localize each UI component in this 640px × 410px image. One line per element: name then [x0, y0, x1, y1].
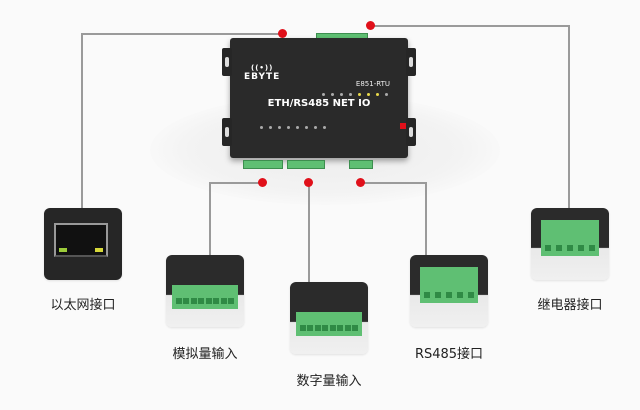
line-ethernet-v: [81, 33, 83, 209]
line-relay-v: [568, 25, 570, 208]
line-digital-v: [308, 182, 310, 282]
brand-logo: ((•)) EBYTE: [244, 64, 280, 82]
dot-ethernet: [278, 29, 287, 38]
device-title: ETH/RS485 NET IO: [267, 98, 371, 109]
analog-terminal-block: [172, 285, 238, 309]
rs485-card: [410, 255, 488, 327]
mount-ear-right-bottom: [406, 118, 416, 146]
wireless-signal-icon: ((•)): [251, 64, 274, 72]
status-leds: [322, 93, 388, 96]
bottom-terminal-digital: [287, 160, 325, 169]
digital-terminal-block: [296, 312, 362, 336]
relay-card: [531, 208, 609, 280]
rj45-port-icon: [54, 223, 108, 257]
rs485-terminal-block: [420, 267, 478, 303]
model-label: E851-RTU: [355, 80, 390, 88]
relay-terminal-block: [541, 220, 599, 256]
ethernet-card: [44, 208, 122, 280]
bottom-terminal-analog: [243, 160, 283, 169]
line-ethernet-h: [81, 33, 283, 35]
dot-relay: [366, 21, 375, 30]
label-rs485: RS485接口: [414, 347, 484, 362]
label-ethernet: 以太网接口: [50, 298, 116, 313]
io-leds: [260, 126, 326, 129]
dot-digital: [304, 178, 313, 187]
label-digital: 数字量输入: [296, 374, 362, 389]
mount-ear-right: [406, 48, 416, 76]
mount-ear-left: [222, 48, 232, 76]
analog-card: [166, 255, 244, 327]
dot-rs485: [356, 178, 365, 187]
line-analog-v: [209, 182, 211, 256]
line-rs485-v: [425, 182, 427, 256]
label-analog: 模拟量输入: [172, 347, 238, 362]
io-device: ((•)) EBYTE E851-RTU ETH/RS485 NET IO: [222, 38, 416, 158]
brand-name: EBYTE: [244, 72, 281, 82]
bottom-terminal-rs485: [349, 160, 373, 169]
device-indicator: [400, 123, 406, 129]
digital-card: [290, 282, 368, 354]
mount-ear-left-bottom: [222, 118, 232, 146]
label-relay: 继电器接口: [537, 298, 603, 313]
line-rs485-h: [360, 182, 427, 184]
line-analog-h: [209, 182, 263, 184]
line-relay-h: [370, 25, 570, 27]
dot-analog: [258, 178, 267, 187]
